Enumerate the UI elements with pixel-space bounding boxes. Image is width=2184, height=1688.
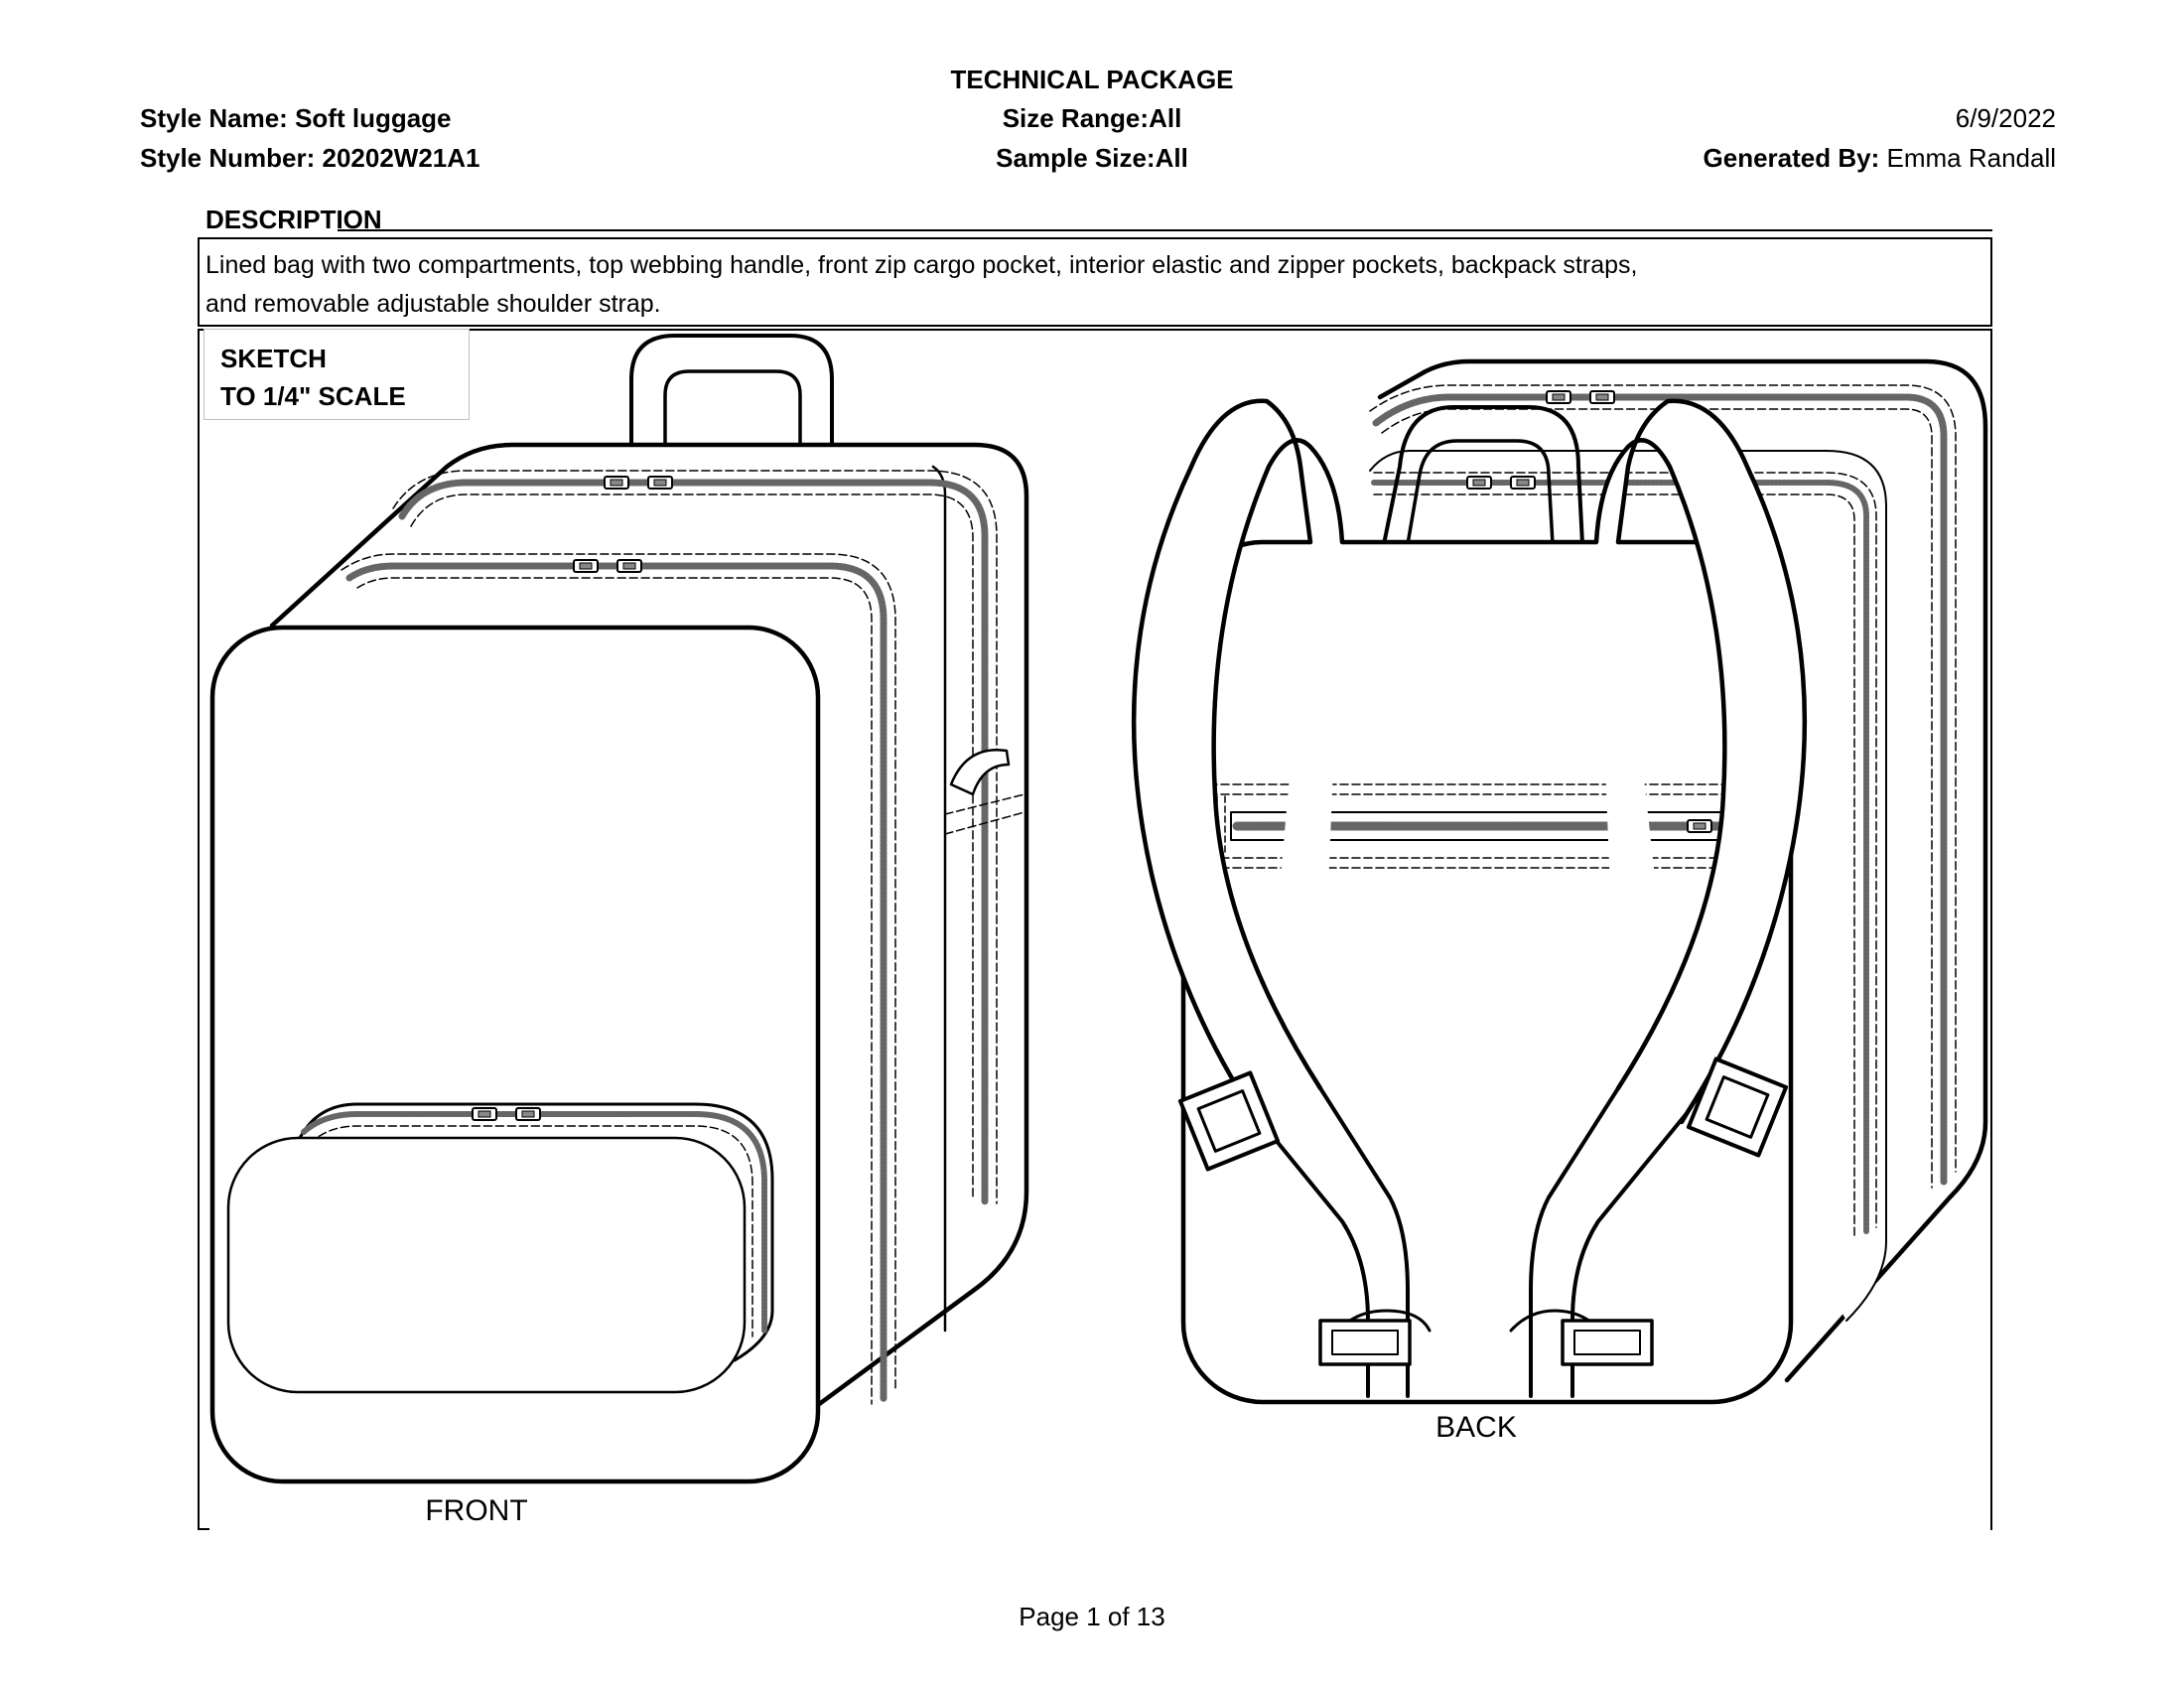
sample-size-value: All: [1155, 143, 1188, 173]
front-zipper-pull-icon: [573, 559, 599, 573]
back-zipper-lower-stitch-b: [1373, 493, 1855, 1236]
front-cargo-pocket-zipper: [301, 1111, 767, 1334]
page-number: Page 1 of 13: [1019, 1602, 1165, 1631]
sketch-label-line-2: TO 1/4" SCALE: [220, 381, 406, 411]
front-zipper-lower-stitch-a: [341, 553, 896, 1391]
back-pocket-stitch: [1184, 783, 1788, 869]
back-zipper-upper: [1372, 393, 1948, 1186]
front-zipper-pull-icon: [616, 559, 642, 573]
style-number-label: Style Number:: [140, 143, 316, 173]
sample-size-label: Sample Size:: [996, 143, 1156, 173]
back-zipper-upper-stitch-a: [1369, 384, 1957, 1173]
front-handle-outer: [629, 334, 834, 449]
front-view-label: FRONT: [425, 1494, 528, 1527]
right-shoulder-strap: [1593, 398, 1808, 1125]
back-zipper-pull-icon: [1546, 390, 1571, 404]
generated-by-value: Emma Randall: [1886, 143, 2056, 173]
front-cargo-zipper-pull-icon: [472, 1107, 497, 1121]
generated-by: Generated By: Emma Randall: [1489, 142, 2056, 174]
sketch-label-line-1: SKETCH: [220, 344, 327, 373]
description-text: Lined bag with two compartments, top web…: [205, 246, 1973, 324]
left-strap-buckle: [1177, 1070, 1281, 1172]
front-side-strap-stitch: [944, 793, 1025, 835]
back-pocket-zipper-pull-icon: [1687, 819, 1712, 833]
front-zipper-pull-icon: [604, 476, 629, 490]
back-zipper-lower: [1371, 480, 1869, 1234]
back-zipper-lower-stitch-a: [1373, 472, 1877, 1228]
back-zipper-pull-icon: [1510, 476, 1536, 490]
sample-size: Sample Size:All: [893, 142, 1291, 174]
left-shoulder-strap: [1131, 398, 1345, 1125]
size-range-label: Size Range:: [1002, 103, 1150, 133]
front-zipper-upper-stitch-b: [410, 493, 974, 1200]
style-name-label: Style Name:: [140, 103, 288, 133]
back-view-sketch: [1131, 358, 1988, 1405]
style-number: Style Number: 20202W21A1: [140, 142, 480, 174]
back-handle-outer: [1382, 405, 1584, 546]
right-bottom-loop: [1561, 1319, 1654, 1366]
front-handle-inner: [663, 369, 802, 451]
right-strap-buckle: [1686, 1056, 1789, 1158]
sketch-area: [198, 325, 1992, 1530]
back-view-label: BACK: [1435, 1411, 1517, 1444]
back-handle-inner: [1406, 439, 1555, 546]
left-strap-webbing: [1251, 1086, 1410, 1398]
size-range: Size Range:All: [893, 102, 1291, 134]
description-line-1: Lined bag with two compartments, top web…: [205, 251, 1638, 279]
front-side-d-ring: [949, 748, 1011, 796]
front-zipper-lower: [345, 562, 887, 1404]
back-zipper-pull-icon: [1589, 390, 1615, 404]
generated-by-label: Generated By:: [1703, 143, 1880, 173]
sketch-scale-label: SKETCH TO 1/4" SCALE: [204, 329, 470, 420]
front-zipper-lower-stitch-b: [356, 577, 873, 1405]
front-cargo-zipper-pull-icon: [515, 1107, 541, 1121]
style-number-value: 20202W21A1: [322, 143, 480, 173]
front-zipper-upper: [398, 479, 989, 1205]
description-line-2: and removable adjustable shoulder strap.: [205, 290, 661, 318]
front-view-sketch: [209, 334, 1029, 1484]
front-zipper-upper-stitch-a: [392, 470, 998, 1204]
front-cargo-pocket-panel: [226, 1136, 747, 1394]
style-name-value: Soft luggage: [295, 103, 452, 133]
left-bottom-loop: [1318, 1319, 1412, 1366]
front-zipper-pull-icon: [647, 476, 673, 490]
front-side-panel-line: [931, 465, 947, 1333]
document-date: 6/9/2022: [1955, 103, 2056, 133]
size-range-value: All: [1149, 103, 1182, 133]
back-zipper-pull-icon: [1466, 476, 1492, 490]
front-cargo-pocket-stitch: [309, 1125, 753, 1337]
right-strap-webbing: [1529, 1086, 1690, 1398]
style-name: Style Name: Soft luggage: [140, 102, 452, 134]
document-title: TECHNICAL PACKAGE: [950, 65, 1234, 94]
